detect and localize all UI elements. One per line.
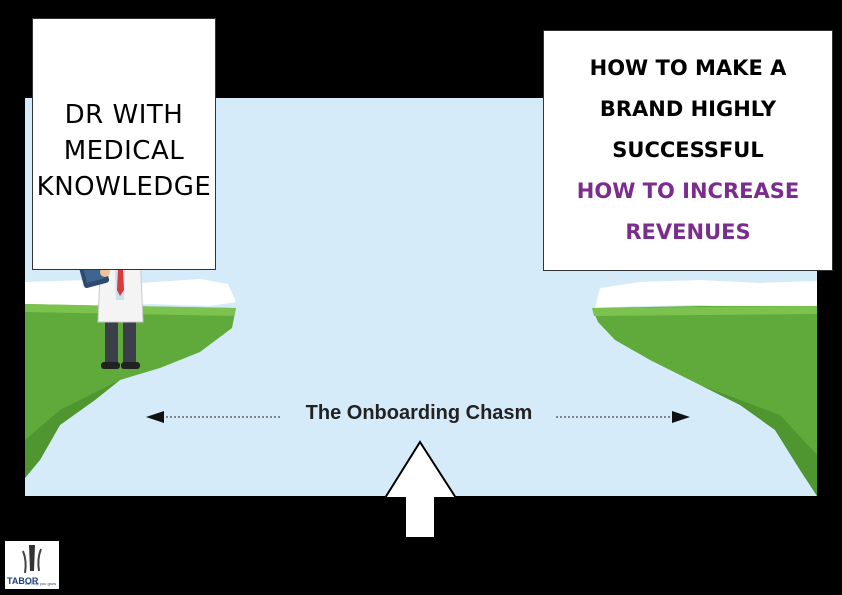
left-box-line-2: MEDICAL xyxy=(63,136,185,166)
tabor-logo-icon: TABOR we help you grow xyxy=(5,541,59,589)
double-arrow-icon xyxy=(146,411,690,423)
up-arrow-icon xyxy=(383,440,458,539)
right-box-line-5: REVENUES xyxy=(625,220,751,244)
brand-goals-box: HOW TO MAKE A BRAND HIGHLY SUCCESSFUL HO… xyxy=(543,30,833,271)
right-box-line-3: SUCCESSFUL xyxy=(612,138,764,162)
right-box-line-1: HOW TO MAKE A xyxy=(589,56,787,80)
right-cliff xyxy=(592,306,817,496)
logo-brand: TABOR xyxy=(7,576,39,586)
right-box-line-2: BRAND HIGHLY xyxy=(599,97,777,121)
chasm-label: The Onboarding Chasm xyxy=(305,402,533,424)
left-box-line-3: KNOWLEDGE xyxy=(36,172,212,202)
logo-tagline: we help you grow xyxy=(25,581,57,586)
right-cliff-snow xyxy=(595,280,817,308)
left-cliff xyxy=(25,304,236,478)
doctor-knowledge-box: DR WITH MEDICAL KNOWLEDGE xyxy=(32,18,216,270)
right-box-line-4: HOW TO INCREASE xyxy=(576,179,800,203)
left-box-line-1: DR WITH xyxy=(64,100,184,130)
